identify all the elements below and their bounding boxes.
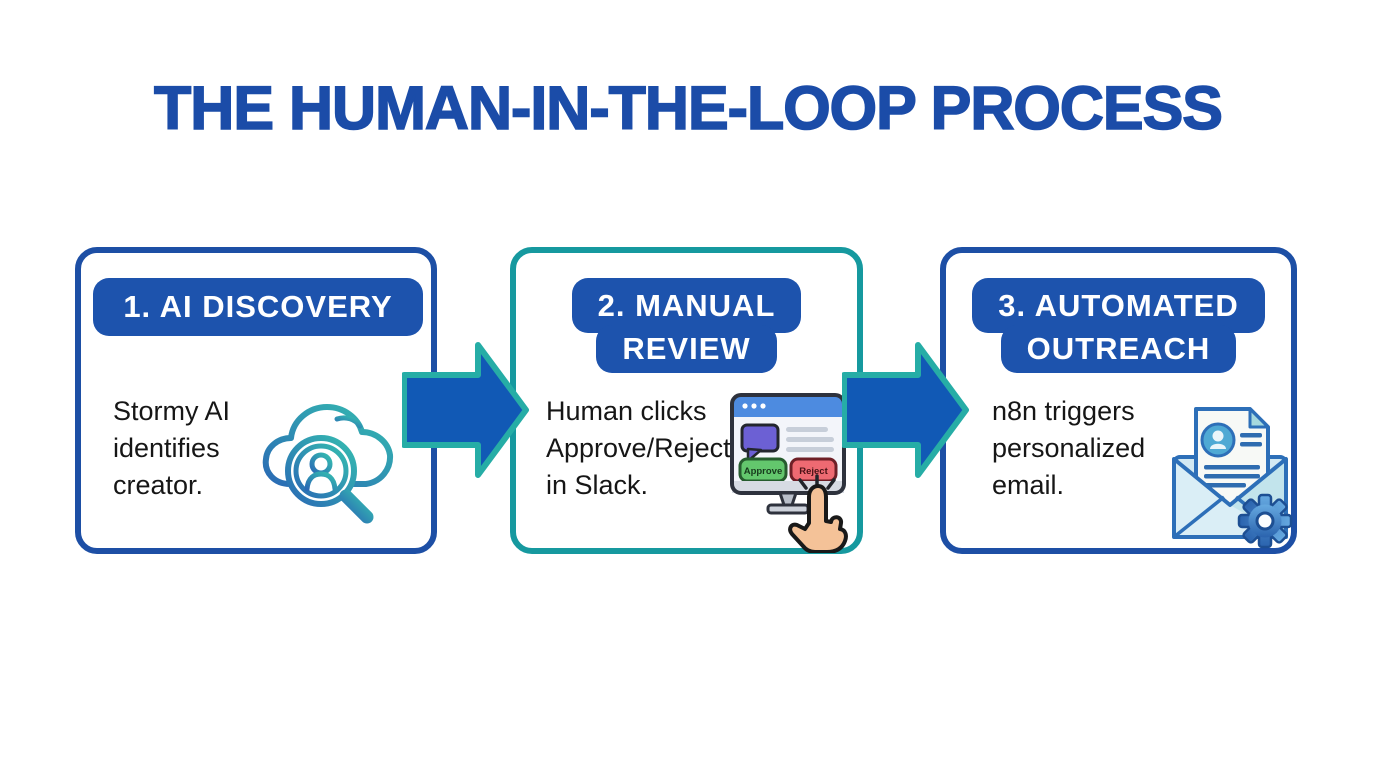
monitor-approve-reject-click-icon: Approve Reject bbox=[730, 393, 848, 553]
step-1-description: Stormy AI identifies creator. bbox=[113, 393, 230, 504]
step-card-ai-discovery: 1. AI DISCOVERY Stormy AI identifies cre… bbox=[75, 247, 437, 554]
step-1-badge: 1. AI DISCOVERY bbox=[93, 278, 423, 336]
step-card-automated-outreach: 3. AUTOMATED OUTREACH n8n triggers perso… bbox=[940, 247, 1297, 554]
arrow-right-icon bbox=[402, 342, 529, 478]
step-card-manual-review: 2. MANUAL REVIEW Human clicks Approve/Re… bbox=[510, 247, 863, 554]
pointing-hand-cursor-icon bbox=[788, 484, 848, 553]
email-document-gear-icon bbox=[1172, 407, 1293, 549]
step-3-badge-line-1: 3. AUTOMATED bbox=[972, 278, 1265, 333]
step-2-badge: 2. MANUAL REVIEW bbox=[516, 278, 857, 373]
message-text-lines bbox=[786, 427, 834, 452]
chat-bubble-icon bbox=[740, 423, 780, 453]
reject-button-label: Reject bbox=[799, 466, 828, 477]
monitor-base bbox=[766, 503, 810, 515]
cloud-user-search-icon bbox=[262, 404, 394, 524]
step-1-description-line-3: creator. bbox=[113, 470, 204, 500]
step-2-badge-line-2: REVIEW bbox=[596, 325, 777, 373]
step-3-badge-line-2: OUTREACH bbox=[1000, 325, 1237, 373]
approve-button-label: Approve bbox=[744, 466, 783, 477]
step-3-description-line-3: email. bbox=[992, 470, 1065, 500]
folded-corner bbox=[1248, 407, 1270, 429]
step-1-description-line-2: identifies bbox=[113, 433, 220, 463]
cloud-outline bbox=[262, 404, 394, 487]
cloud-highlight-arc bbox=[334, 415, 363, 429]
step-3-description-line-2: personalized bbox=[992, 433, 1146, 463]
step-2-description-line-3: in Slack. bbox=[546, 470, 649, 500]
window-dots-icon bbox=[742, 403, 766, 409]
step-3-description-line-1: n8n triggers bbox=[992, 396, 1135, 426]
step-2-description-line-2: Approve/Reject bbox=[546, 433, 731, 463]
window-title-bar bbox=[732, 395, 844, 417]
gear-icon bbox=[1237, 493, 1293, 549]
step-2-description-line-1: Human clicks bbox=[546, 396, 707, 426]
page-title: THE HUMAN-IN-THE-LOOP PROCESS bbox=[153, 74, 1224, 142]
step-1-description-line-1: Stormy AI bbox=[113, 396, 231, 426]
step-2-description: Human clicks Approve/Reject in Slack. bbox=[546, 393, 731, 504]
magnifier-user-glyph bbox=[285, 435, 374, 524]
step-2-badge-line-1: 2. MANUAL bbox=[571, 278, 802, 333]
monitor-stand bbox=[777, 491, 799, 507]
step-3-badge: 3. AUTOMATED OUTREACH bbox=[946, 278, 1291, 373]
step-3-description: n8n triggers personalized email. bbox=[992, 393, 1145, 504]
step-1-badge-label: 1. AI DISCOVERY bbox=[123, 289, 393, 324]
document-text-lines bbox=[1204, 433, 1262, 488]
arrow-right-icon bbox=[842, 342, 969, 478]
